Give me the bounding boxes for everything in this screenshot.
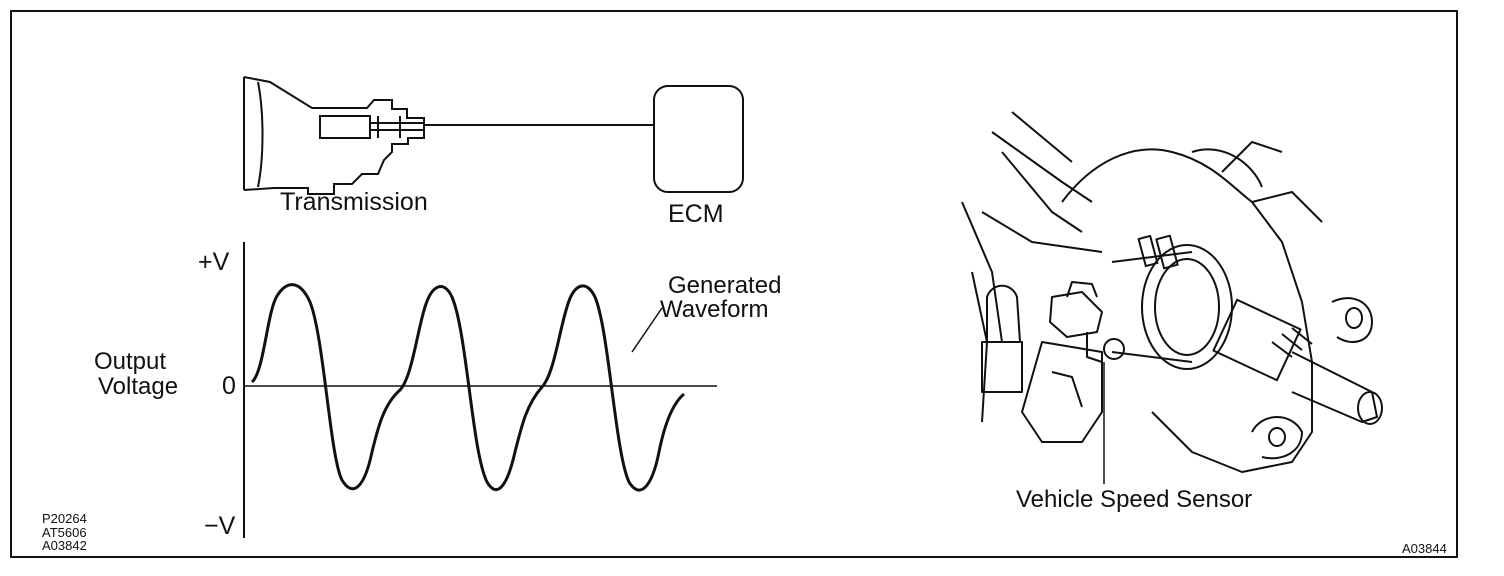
figure-code-1: P20264 <box>42 511 87 526</box>
figure-code-right: A03844 <box>1402 541 1447 556</box>
generated-waveform-curve <box>250 283 686 492</box>
transmission-drawing <box>243 76 425 195</box>
y-axis-label-line2: Voltage <box>98 373 179 400</box>
transmission-label: Transmission <box>280 188 428 216</box>
figure-code-3: A03842 <box>42 538 87 553</box>
figure-frame: Transmission ECM +V 0 −V Output Voltage … <box>10 10 1458 558</box>
ecm-box <box>653 85 744 193</box>
signal-diagram-panel: Transmission ECM +V 0 −V Output Voltage … <box>12 12 892 560</box>
vehicle-speed-sensor-label: Vehicle Speed Sensor <box>1016 486 1253 513</box>
waveform-label-line1: Generated <box>668 272 782 299</box>
waveform-label-line2: Waveform <box>660 296 769 323</box>
axis-minus-v-label: −V <box>204 512 236 540</box>
sensor-illustration-panel: Vehicle Speed Sensor A03844 <box>892 12 1458 560</box>
axis-zero-label: 0 <box>222 372 236 400</box>
ecm-label: ECM <box>668 200 724 228</box>
signal-diagram-drawing <box>243 76 744 538</box>
waveform-leader-line <box>631 307 663 353</box>
axis-plus-v-label: +V <box>198 248 230 276</box>
figure-code-2: AT5606 <box>42 525 87 540</box>
y-axis-label-line1: Output <box>94 348 167 375</box>
transmission-housing-illustration <box>961 111 1383 484</box>
